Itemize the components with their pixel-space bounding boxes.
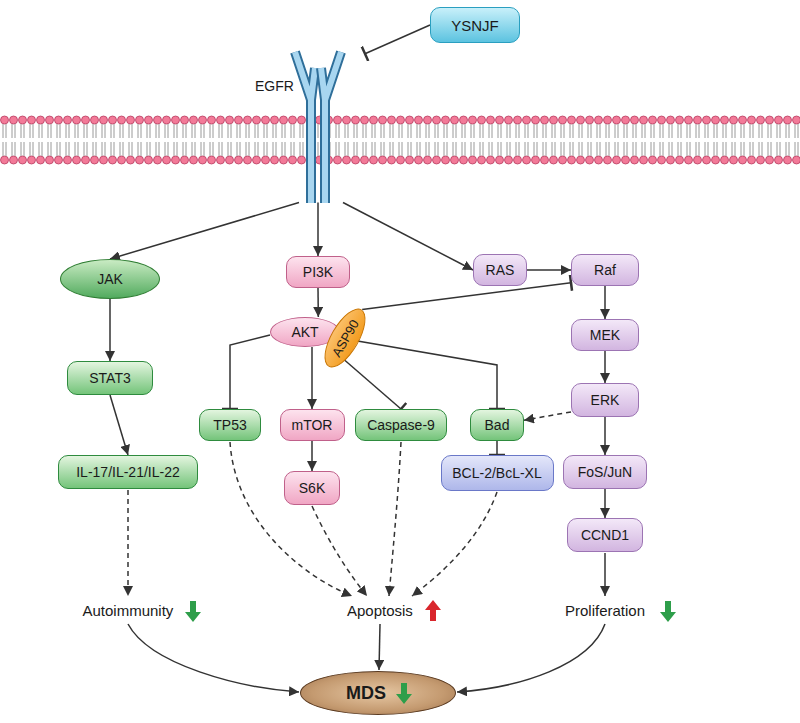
pathway-box: BCL-2/BcL-XL (441, 455, 554, 491)
inhibition-line (340, 338, 497, 409)
drug-box: YSNJF (430, 7, 520, 43)
node-label: JAK (97, 271, 123, 287)
inhibition-line (362, 283, 571, 310)
node-label: YSNJF (451, 17, 499, 34)
node-label: mTOR (292, 417, 333, 433)
activation-arrow (317, 288, 319, 317)
activation-arrow (604, 286, 606, 319)
receptor-fill (321, 52, 341, 203)
receptor: EGFR (255, 28, 365, 203)
pathway-box: CCND1 (567, 518, 643, 552)
pathway-box: FoS/JuN (563, 455, 647, 489)
pathway-box: IL-17/IL-21/IL-22 (58, 455, 198, 489)
disease-ellipse: MDS (300, 671, 456, 715)
pathway-box: S6K (284, 471, 340, 505)
pathway-box: Caspase-9 (355, 409, 447, 441)
outcome-label: Autoimmunity (81, 602, 176, 619)
receptor-outline (321, 52, 341, 203)
inhibition-line (230, 335, 270, 409)
node-label: CCND1 (581, 527, 629, 543)
node-label: IL-17/IL-21/IL-22 (76, 464, 180, 480)
dashed-arrow (412, 492, 497, 596)
activation-arrow (311, 347, 313, 409)
pathway-box: Bad (470, 409, 524, 441)
outcome-label: Apoptosis (345, 602, 415, 619)
pathway-box: MEK (571, 319, 639, 351)
inhibition-line (496, 441, 498, 455)
activation-arrow (604, 417, 606, 455)
arrow-line (128, 624, 299, 692)
activation-arrow (527, 269, 571, 271)
receptor-fill (295, 52, 315, 203)
decrease-arrow (660, 601, 676, 622)
node-label: ERK (591, 392, 620, 408)
dashed-arrow (312, 506, 367, 596)
decrease-arrow (185, 601, 201, 622)
dashed-arrow (230, 442, 352, 596)
node-label: BCL-2/BcL-XL (452, 465, 541, 481)
activation-arrow (604, 489, 606, 518)
pathway-box: STAT3 (67, 361, 153, 395)
node-label: AKT (291, 324, 318, 340)
activation-arrow (317, 203, 319, 257)
inhibition-line (365, 25, 430, 54)
outcome-label: Proliferation (563, 602, 647, 619)
dashed-arrow (524, 412, 571, 420)
activation-arrow (110, 395, 128, 455)
node-label: STAT3 (89, 370, 131, 386)
pathway-ellipse: JAK (60, 259, 160, 299)
node-label: Raf (594, 262, 616, 278)
node-label: MEK (590, 327, 620, 343)
node-label: PI3K (303, 264, 333, 280)
pathway-box: PI3K (286, 256, 350, 288)
activation-arrow (109, 299, 111, 361)
arrow-line (457, 624, 605, 692)
node-label: EGFR (255, 78, 294, 94)
receptor-outline (295, 52, 315, 203)
dashed-arrow (389, 442, 401, 596)
node-label: MDS (346, 683, 386, 704)
pathway-box: mTOR (280, 409, 345, 441)
increase-arrow (425, 600, 441, 621)
arrow-line (604, 553, 606, 596)
dashed-arrow (127, 490, 129, 596)
pathway-box: TP53 (199, 409, 261, 441)
pathway-box: RAS (473, 254, 527, 286)
activation-arrow (311, 441, 313, 471)
activation-arrow (604, 351, 606, 383)
node-label: S6K (299, 480, 325, 496)
node-label: TP53 (213, 417, 246, 433)
activation-arrow (343, 203, 473, 271)
pathway-box: ERK (571, 383, 639, 417)
cell-membrane (0, 115, 800, 165)
arrow-line (379, 624, 380, 670)
node-label: FoS/JuN (578, 464, 632, 480)
receptor-symbol (255, 28, 365, 203)
node-label: RAS (486, 262, 515, 278)
node-label: Bad (485, 417, 510, 433)
activation-arrow (110, 203, 299, 260)
node-label: Caspase-9 (367, 417, 435, 433)
pathway-box: Raf (571, 254, 639, 286)
